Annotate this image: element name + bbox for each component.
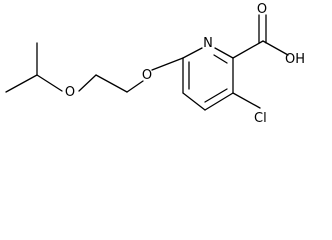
- atom-o-ether-ring: O: [142, 68, 152, 83]
- bond-c3-c4: [204, 92, 234, 111]
- bond-ch2-ch2: [95, 74, 128, 93]
- atom-oh: OH: [285, 52, 305, 67]
- bond-c4-c5: [182, 92, 206, 111]
- structure-diagram: O O N O OH Cl: [5, 2, 305, 126]
- atom-o-ether-iso: O: [65, 85, 75, 100]
- bond-c-oh: [262, 40, 289, 56]
- bond-isopropyl-methyl-left: [5, 74, 38, 93]
- bond-c3-cl: [232, 92, 261, 109]
- atom-n-ring: N: [203, 36, 213, 51]
- bond-c2-cooh: [232, 40, 264, 59]
- bond-c3-c4-inner: [204, 88, 228, 103]
- atom-o-carbonyl: O: [257, 2, 267, 17]
- bond-isopropyl-ch-o: [36, 74, 63, 92]
- bond-c6-n: [182, 47, 203, 59]
- atom-cl: Cl: [254, 111, 267, 126]
- bond-ch2-o-ring: [126, 80, 144, 93]
- bond-o-ring-c6: [151, 57, 184, 71]
- bond-n-c2-inner: [213, 54, 228, 64]
- bond-n-c2: [214, 47, 234, 59]
- bond-o-ch2-a: [78, 74, 97, 92]
